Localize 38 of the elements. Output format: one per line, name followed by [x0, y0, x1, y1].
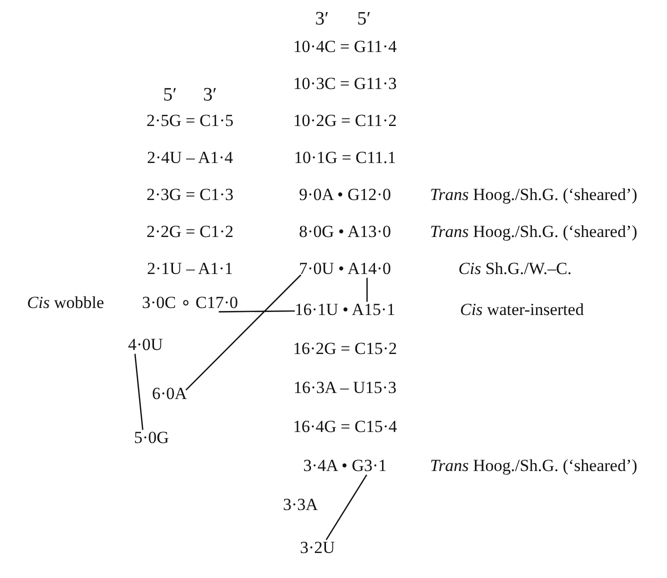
- nucleotide-label: 6·0A: [152, 384, 187, 404]
- base-pair-label: 10·1G = C11.1: [294, 148, 396, 168]
- base-pair-label: 2·3G = C1·3: [146, 185, 234, 205]
- base-pair-label: 2·5G = C1·5: [146, 111, 234, 131]
- base-pair-label: 2·4U – A1·4: [147, 148, 233, 168]
- base-pair-label: 9·0A • G12·0: [299, 185, 391, 205]
- pair-type-annotation: Trans Hoog./Sh.G. (‘sheared’): [430, 222, 638, 242]
- base-pair-label: 3·4A • G3·1: [303, 456, 387, 476]
- base-pair-label: 7·0U • A14·0: [299, 259, 391, 279]
- pair-type-annotation: Cis Sh.G./W.–C.: [458, 259, 572, 279]
- pair-type-annotation: Cis water-inserted: [460, 300, 584, 320]
- base-pair-label: 16·1U • A15·1: [294, 300, 396, 320]
- base-pair-label: 2·1U – A1·1: [147, 259, 233, 279]
- backbone-line: [218, 310, 295, 312]
- nucleotide-label: 3·3A: [283, 495, 318, 515]
- base-pair-label: 16·2G = C15·2: [292, 339, 398, 359]
- backbone-line: [326, 474, 368, 540]
- backbone-line: [185, 274, 302, 391]
- base-pair-label: 8·0G • A13·0: [299, 222, 391, 242]
- pair-type-annotation: Cis wobble: [27, 293, 104, 313]
- strand-end-label: 3′: [315, 10, 329, 30]
- strand-end-label: 3′: [203, 86, 217, 106]
- base-pair-label: 16·3A – U15·3: [294, 378, 396, 398]
- base-pair-label: 16·4G = C15·4: [292, 417, 398, 437]
- pair-type-annotation: Trans Hoog./Sh.G. (‘sheared’): [430, 185, 638, 205]
- base-pair-label: 3·0C ∘ C17·0: [142, 293, 238, 313]
- pair-type-annotation: Trans Hoog./Sh.G. (‘sheared’): [430, 456, 638, 476]
- base-pair-label: 10·3C = G11·3: [293, 74, 397, 94]
- backbone-line: [134, 354, 144, 430]
- strand-end-label: 5′: [163, 86, 177, 106]
- nucleotide-label: 5·0G: [134, 428, 169, 448]
- backbone-line: [366, 278, 368, 302]
- base-pair-label: 2·2G = C1·2: [146, 222, 234, 242]
- nucleotide-label: 3·2U: [300, 538, 335, 558]
- base-pair-label: 10·4C = G11·4: [293, 37, 397, 57]
- nucleotide-label: 4·0U: [128, 335, 163, 355]
- strand-end-label: 5′: [357, 10, 371, 30]
- base-pair-label: 10·2G = C11·2: [293, 111, 397, 131]
